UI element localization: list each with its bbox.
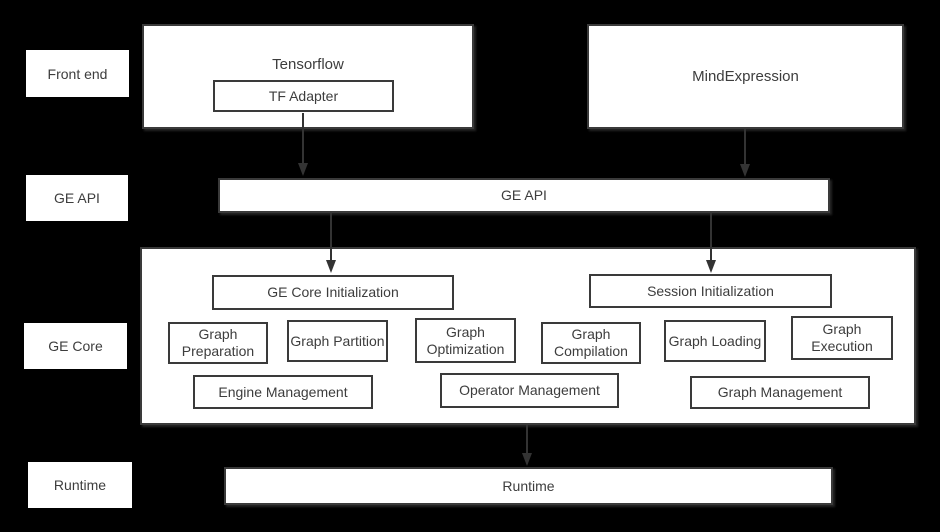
row-label-front-end: Front end — [26, 50, 129, 97]
tensorflow-box: Tensorflow TF Adapter — [142, 24, 474, 129]
ge-core-box: GE Core Initialization Session Initializ… — [140, 247, 916, 425]
ge-core-initialization-box: GE Core Initialization — [212, 275, 454, 310]
tensorflow-title: Tensorflow — [272, 56, 344, 73]
management-box-engine: Engine Management — [193, 375, 373, 409]
session-initialization-box: Session Initialization — [589, 274, 832, 308]
ge-api-bar: GE API — [218, 178, 830, 213]
row-label-ge-core: GE Core — [24, 323, 127, 369]
arrow-tf-adapter-to-ge-api — [298, 113, 308, 176]
management-box-graph: Graph Management — [690, 376, 870, 409]
arrow-ge-api-to-ge-core-initialization — [326, 213, 336, 273]
module-box-graph-loading: Graph Loading — [664, 320, 766, 362]
module-box-graph-compilation: Graph Compilation — [541, 322, 641, 364]
module-box-graph-preparation: Graph Preparation — [168, 322, 268, 364]
arrow-ge-api-to-session-initialization — [706, 213, 716, 273]
module-box-graph-optimization: Graph Optimization — [415, 318, 516, 363]
arrow-ge-core-to-runtime — [522, 425, 532, 466]
tf-adapter-box: TF Adapter — [213, 80, 394, 112]
module-box-graph-partition: Graph Partition — [287, 320, 388, 362]
mindexpression-box: MindExpression — [587, 24, 904, 129]
arrow-mindexpression-to-ge-api — [740, 129, 750, 177]
row-label-runtime: Runtime — [28, 462, 132, 508]
row-label-ge-api: GE API — [26, 175, 128, 221]
runtime-bar: Runtime — [224, 467, 833, 505]
management-box-operator: Operator Management — [440, 373, 619, 408]
module-box-graph-execution: Graph Execution — [791, 316, 893, 360]
